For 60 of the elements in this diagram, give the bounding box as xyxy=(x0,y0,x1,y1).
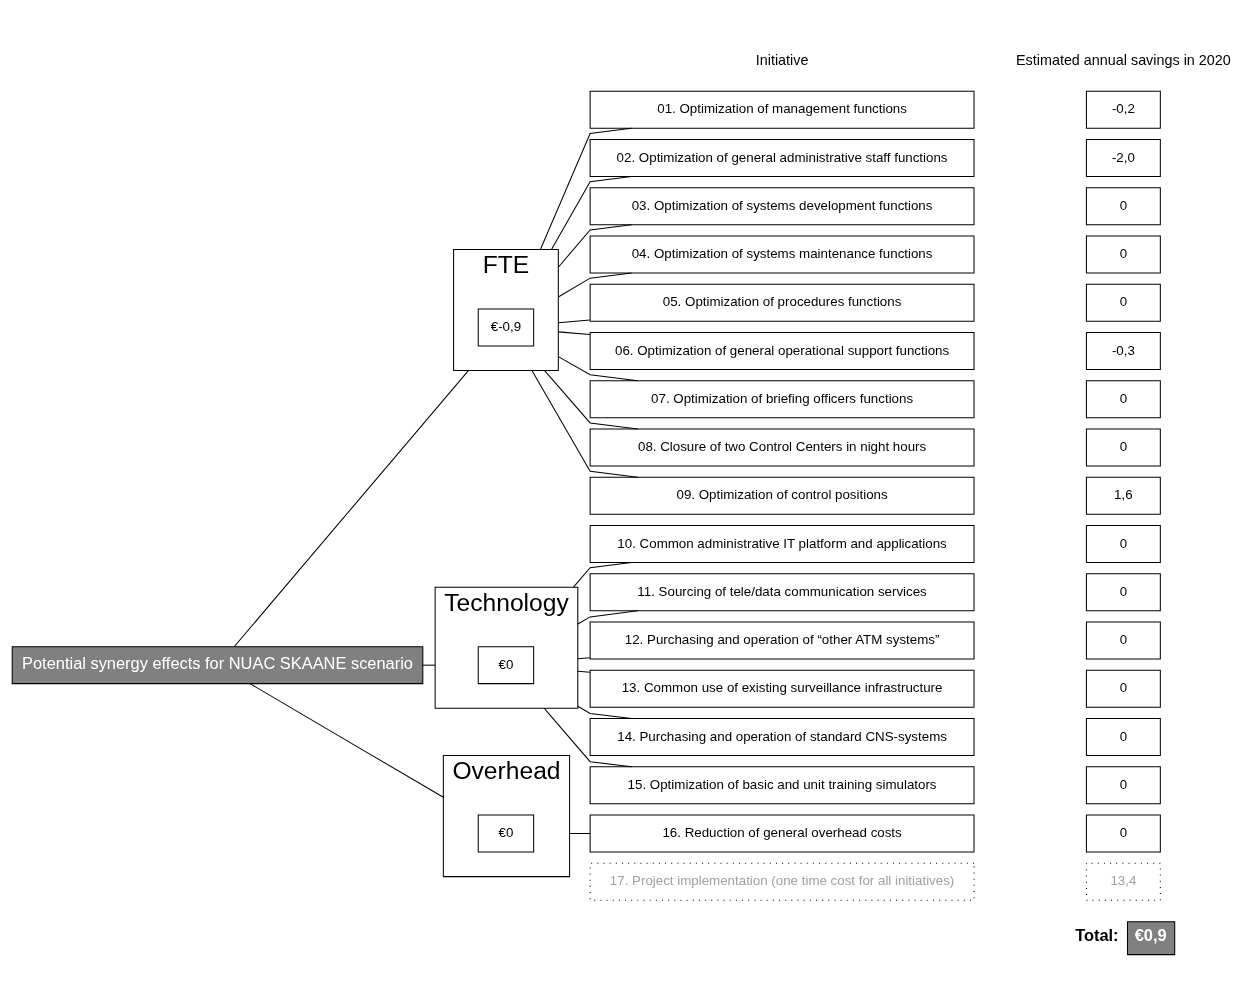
node-box: 0 xyxy=(1085,524,1161,563)
connector xyxy=(577,609,639,625)
connector xyxy=(557,223,633,268)
connector xyxy=(569,832,591,834)
node-box: 14. Purchasing and operation of standard CNS-systems xyxy=(589,717,975,756)
connector xyxy=(531,369,639,478)
node-box: 04. Optimization of systems maintenance functions xyxy=(589,235,975,274)
node-box: 10. Common administrative IT platform and applications xyxy=(589,524,975,563)
node-box: 01. Optimization of management functions xyxy=(589,90,975,129)
node-box: €-0,9 xyxy=(477,307,535,346)
node-box: 0 xyxy=(1085,765,1161,804)
node-box: €0 xyxy=(477,814,535,852)
node-box: 08. Closure of two Control Centers in night hours xyxy=(589,428,975,467)
node-box: 0 xyxy=(1085,572,1161,611)
node-box: 0 xyxy=(1085,235,1161,274)
node-box: Potential synergy effects for NUAC SKAANE scenario xyxy=(11,645,424,684)
connector xyxy=(577,656,591,659)
connector xyxy=(539,127,633,250)
node-box: 0 xyxy=(1085,379,1161,418)
node-box: -0,3 xyxy=(1085,331,1161,370)
connector xyxy=(557,355,639,381)
connector xyxy=(249,682,444,798)
node-box: 13. Common use of existing surveillance infrastructure xyxy=(589,669,975,708)
connector xyxy=(557,272,633,298)
node-box: 0 xyxy=(1085,717,1161,756)
node-box: 0 xyxy=(1085,283,1161,322)
node-box: 1,6 xyxy=(1085,476,1161,515)
node-box: 07. Optimization of briefing officers functions xyxy=(589,379,975,418)
node-box: 03. Optimization of systems development functions xyxy=(589,186,975,225)
node-box: -0,2 xyxy=(1085,90,1161,129)
node-box: 0 xyxy=(1085,428,1161,467)
node-box: 06. Optimization of general operational support functions xyxy=(589,331,975,370)
connector xyxy=(557,330,591,335)
node-box: €0 xyxy=(477,645,535,684)
node-box: 0 xyxy=(1085,621,1161,659)
node-box: 12. Purchasing and operation of “other ATM systems” xyxy=(589,621,975,659)
label: Initiative xyxy=(755,51,809,68)
node-label: Total: xyxy=(1075,925,1119,944)
node-box: -2,0 xyxy=(1085,138,1161,177)
connector xyxy=(577,705,633,719)
node-box: 02. Optimization of general administrative staff functions xyxy=(589,138,975,177)
connector xyxy=(573,561,633,588)
label: Estimated annual savings in 2020 xyxy=(1016,51,1231,68)
node-box: 17. Project implementation (one time cost for all initiatives) xyxy=(589,862,975,901)
connector xyxy=(577,670,591,673)
connector xyxy=(233,369,469,647)
node-box: 13,4 xyxy=(1085,862,1161,901)
node-box: 05. Optimization of procedures functions xyxy=(589,283,975,322)
connector xyxy=(422,664,436,666)
node-box: 0 xyxy=(1085,669,1161,708)
connector xyxy=(543,707,633,767)
node-box: 16. Reduction of general overhead costs xyxy=(589,814,975,852)
connector xyxy=(557,318,591,323)
connector xyxy=(544,369,639,430)
node-box: 0 xyxy=(1085,814,1161,852)
node-box: 11. Sourcing of tele/data communication services xyxy=(589,572,975,611)
node-box: 09. Optimization of control positions xyxy=(589,476,975,515)
node-box: 0 xyxy=(1085,186,1161,225)
connector xyxy=(550,175,633,250)
node-box: 15. Optimization of basic and unit training simulators xyxy=(589,765,975,804)
